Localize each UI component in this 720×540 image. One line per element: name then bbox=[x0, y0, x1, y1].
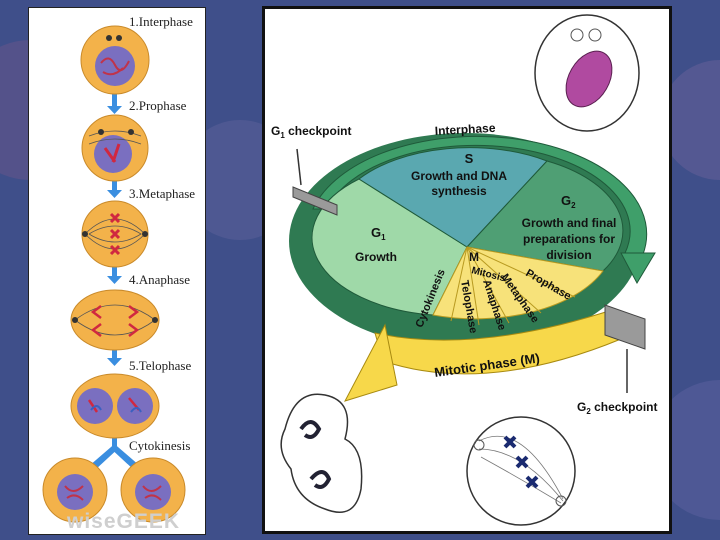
stage-label-telophase: 5.Telophase bbox=[129, 358, 192, 373]
stage-label-cytokinesis: Cytokinesis bbox=[129, 438, 191, 453]
cell-cycle-panel: G1 checkpoint Interphase S Growth and DN… bbox=[262, 6, 672, 534]
interphase-label: Interphase bbox=[434, 121, 496, 138]
stage-label-interphase: 1.Interphase bbox=[129, 14, 193, 29]
cell-cycle-wheel bbox=[311, 147, 624, 326]
g1-phase-growth: Growth bbox=[355, 250, 397, 264]
mitosis-subdivisions bbox=[450, 246, 576, 326]
m-label: M bbox=[469, 250, 479, 264]
anaphase-cell bbox=[70, 289, 160, 351]
g1-phase-title: G1 bbox=[371, 225, 386, 242]
prophase-cell bbox=[81, 114, 149, 182]
interphase-arrow-ring bbox=[312, 135, 656, 285]
cell-cycle-diagram: G1 checkpoint Interphase S Growth and DN… bbox=[271, 14, 657, 526]
g2-phase-title: G2 bbox=[561, 193, 576, 210]
metaphase-cell bbox=[81, 200, 149, 268]
mitotic-phase-arrow bbox=[343, 308, 622, 402]
g1-checkpoint-label: G1 checkpoint bbox=[271, 124, 351, 140]
daughter-cells bbox=[42, 457, 186, 523]
stage-label-metaphase: 3.Metaphase bbox=[129, 186, 196, 201]
mitosis-stages-illustration bbox=[42, 25, 186, 523]
interphase-cell-illustration bbox=[534, 14, 640, 132]
s-phase-line1: Growth and DNA bbox=[411, 169, 507, 183]
g2-checkpoint-bar bbox=[604, 304, 646, 393]
g2-sector bbox=[466, 160, 624, 272]
telophase-cell bbox=[70, 373, 160, 439]
metaphase-cell-illustration bbox=[466, 416, 576, 526]
g1-checkpoint-bar bbox=[292, 148, 338, 216]
g2-phase-line3: division bbox=[546, 248, 591, 262]
watermark-logo: wiseGEEK bbox=[67, 510, 181, 533]
s-sector bbox=[358, 147, 548, 248]
g2-phase-line2: preparations for bbox=[523, 232, 615, 246]
interphase-cell bbox=[80, 25, 150, 95]
g1-sector bbox=[311, 178, 468, 316]
g2-checkpoint-label: G2 checkpoint bbox=[577, 400, 657, 416]
stage-label-anaphase: 4.Anaphase bbox=[129, 272, 191, 287]
stage-label-prophase: 2.Prophase bbox=[129, 98, 187, 113]
s-phase-line2: synthesis bbox=[431, 184, 487, 198]
mitosis-stages-panel: 1.Interphase 2.Prophase 3.Metaphase 4.An… bbox=[28, 7, 206, 535]
telophase-cell-illustration bbox=[280, 393, 363, 513]
s-phase-title: S bbox=[465, 151, 474, 166]
stage-arrows bbox=[89, 94, 140, 470]
g2-phase-line1: Growth and final bbox=[522, 216, 617, 230]
